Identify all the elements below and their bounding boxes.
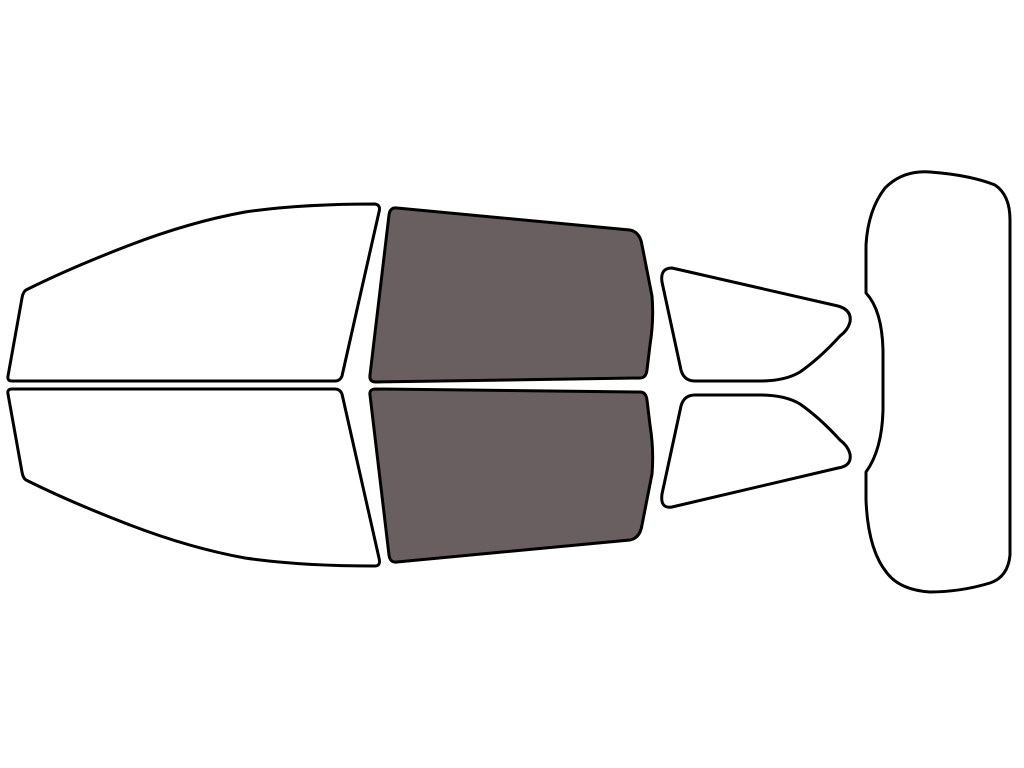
front-windshield-upper[interactable] bbox=[6, 202, 381, 383]
front-side-window-lower[interactable] bbox=[368, 387, 655, 564]
rear-side-window-upper[interactable] bbox=[660, 266, 852, 383]
front-windshield-lower[interactable] bbox=[6, 387, 381, 568]
rear-side-window-lower[interactable] bbox=[660, 393, 852, 509]
front-side-window-upper[interactable] bbox=[368, 206, 655, 384]
rear-windshield[interactable] bbox=[864, 170, 1012, 594]
